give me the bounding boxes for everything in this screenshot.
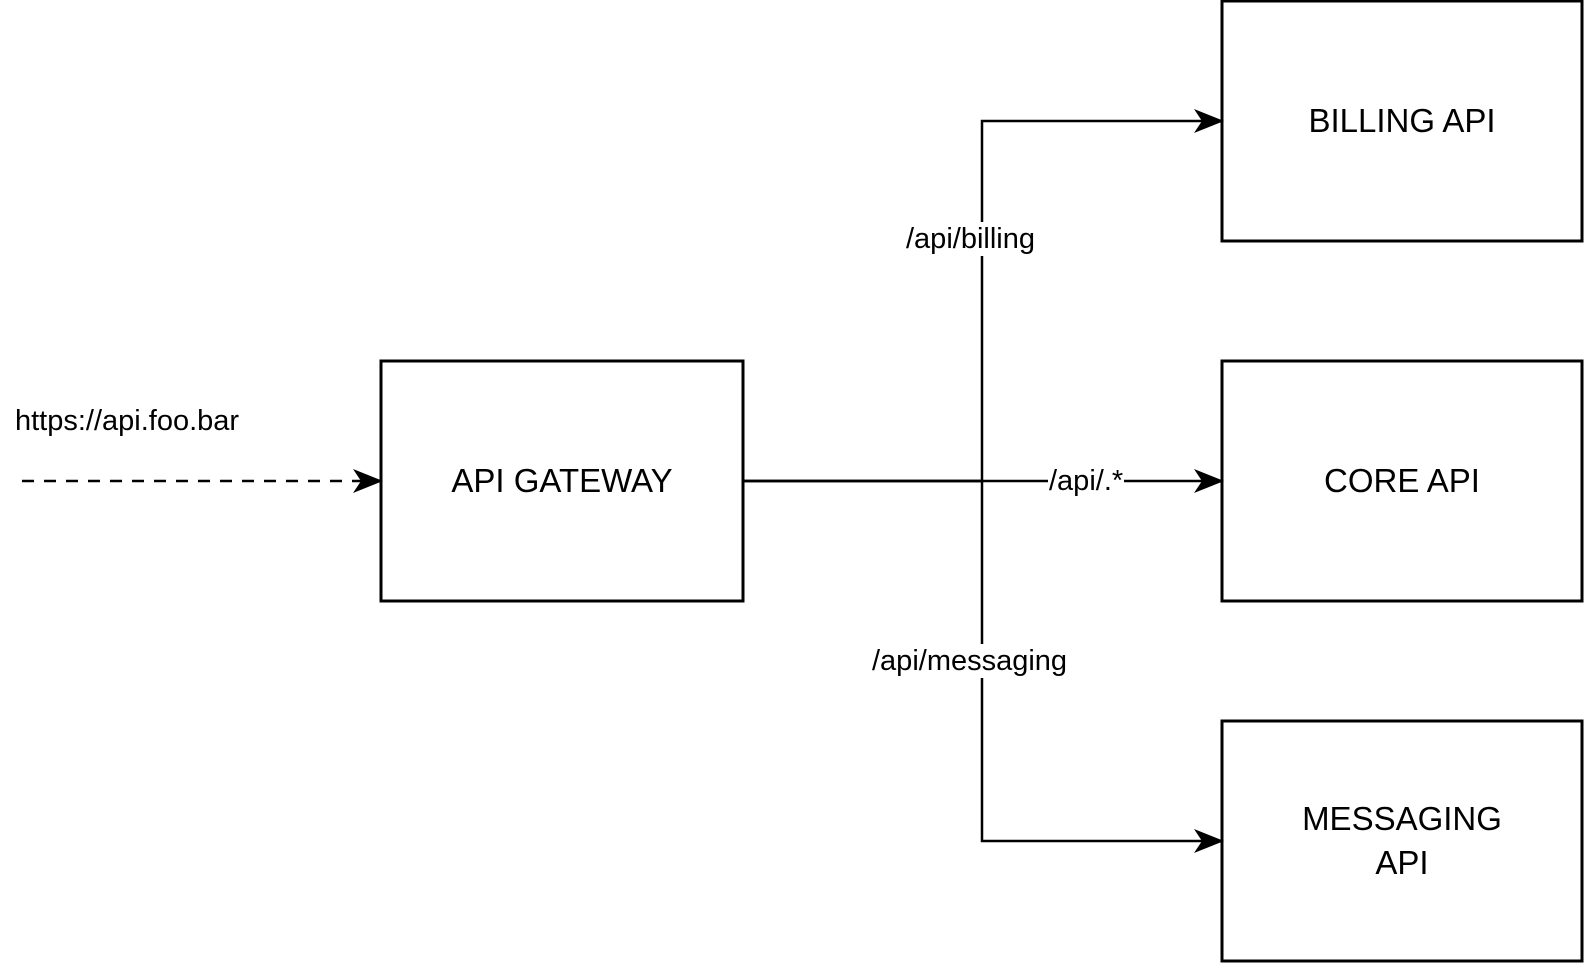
incoming-url-label: https://api.foo.bar xyxy=(15,405,240,437)
api-gateway-box[interactable] xyxy=(379,359,745,603)
messaging-api-box[interactable] xyxy=(1220,719,1584,963)
route-messaging-label: /api/messaging xyxy=(871,644,1069,678)
billing-api-box[interactable] xyxy=(1220,0,1584,243)
route-core-label: /api/.* xyxy=(1048,464,1125,498)
route-billing-label: /api/billing xyxy=(905,222,1036,256)
route-billing-connector[interactable] xyxy=(743,109,1224,483)
core-api-box[interactable] xyxy=(1220,359,1584,603)
